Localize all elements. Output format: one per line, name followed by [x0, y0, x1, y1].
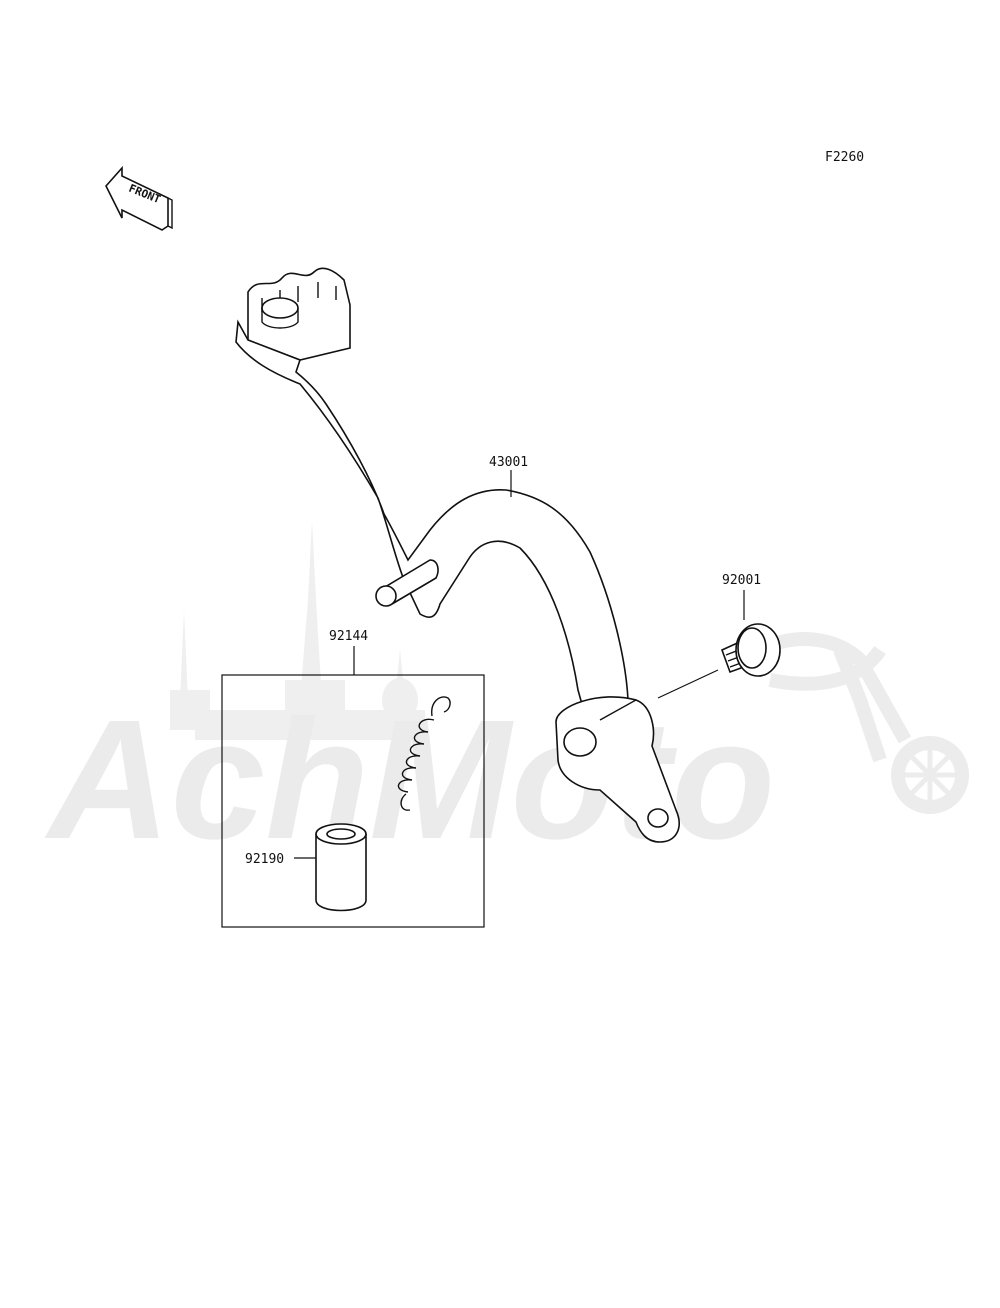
spring-top-hook — [431, 696, 451, 717]
figure-code: F2260 — [825, 150, 864, 165]
spring-coils — [397, 718, 435, 793]
watermark-motorcycle-spokes — [900, 745, 960, 805]
pedal-pivot-hole — [563, 727, 597, 757]
pedal-stop-pin-end — [375, 585, 397, 607]
pedal-plate-cap — [261, 297, 299, 319]
pedal-foot-plate — [247, 267, 351, 361]
front-arrow-side — [167, 197, 173, 230]
collar-body — [315, 834, 367, 912]
part-label-collar: 92190 — [245, 852, 284, 867]
front-direction-indicator: FRONT — [105, 165, 173, 231]
pedal-arm — [235, 319, 629, 732]
pedal-plate-cap-side — [261, 308, 299, 329]
pedal-pivot-edge — [599, 699, 637, 721]
brake-pedal-drawing — [235, 267, 680, 843]
collar-drawing — [315, 823, 367, 912]
return-spring-drawing — [397, 696, 451, 811]
watermark: AchMoto — [44, 520, 969, 875]
pedal-linkage-hole — [647, 808, 669, 828]
spring-bottom-hook — [400, 793, 411, 811]
collar-bore — [326, 828, 356, 840]
part-label-bolt: 92001 — [722, 573, 761, 588]
bolt-head-face — [737, 627, 767, 669]
spring-kit-box — [221, 674, 485, 928]
watermark-skyline — [170, 520, 425, 740]
part-label-spring-kit: 92144 — [329, 629, 368, 644]
alignment-line-bolt — [657, 669, 719, 699]
part-label-brake-pedal: 43001 — [489, 455, 528, 470]
bolt-drawing — [720, 623, 781, 677]
